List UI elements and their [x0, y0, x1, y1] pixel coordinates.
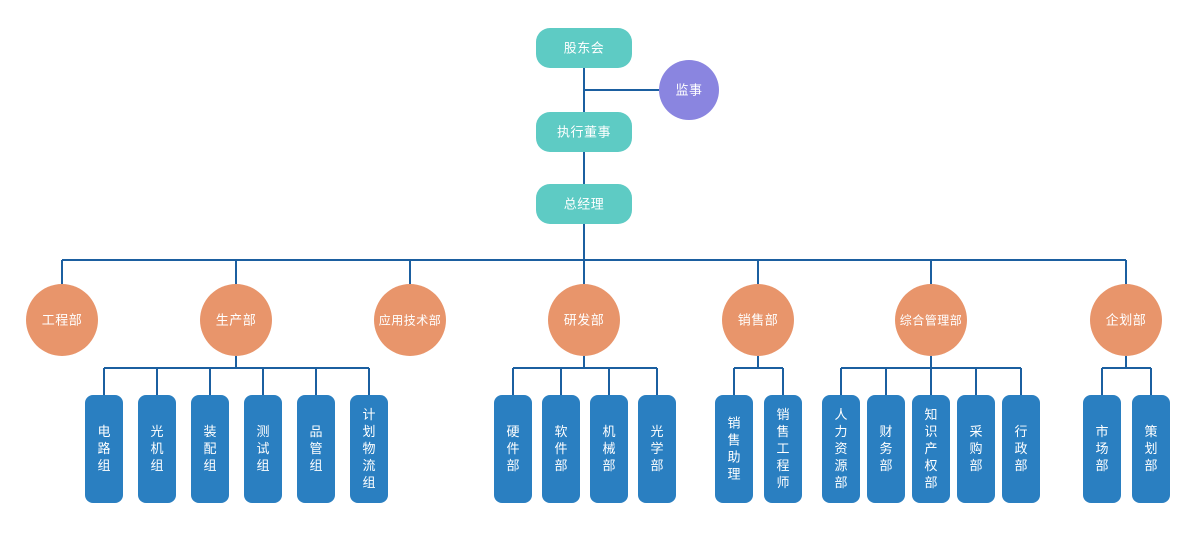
leaf-node-shape[interactable] [912, 395, 950, 503]
node-executive-director[interactable]: 执行董事 [536, 112, 632, 152]
leaf-node[interactable]: 行政部 [1002, 395, 1040, 503]
node-dept-application-tech-shape[interactable] [374, 284, 446, 356]
node-dept-general-management[interactable]: 综合管理部 [895, 284, 967, 356]
leaf-node-shape[interactable] [1002, 395, 1040, 503]
leaf-node[interactable]: 电路组 [85, 395, 123, 503]
node-shareholders[interactable]: 股东会 [536, 28, 632, 68]
node-dept-rnd-shape[interactable] [548, 284, 620, 356]
leaf-node[interactable]: 测试组 [244, 395, 282, 503]
leaf-node[interactable]: 财务部 [867, 395, 905, 503]
leaf-node[interactable]: 软件部 [542, 395, 580, 503]
node-dept-general-management-shape[interactable] [895, 284, 967, 356]
leaf-node-shape[interactable] [715, 395, 753, 503]
node-dept-sales-shape[interactable] [722, 284, 794, 356]
node-supervisor[interactable]: 监事 [659, 60, 719, 120]
node-shareholders-shape[interactable] [536, 28, 632, 68]
leaf-node-shape[interactable] [822, 395, 860, 503]
leaf-node[interactable]: 硬件部 [494, 395, 532, 503]
leaf-node-shape[interactable] [85, 395, 123, 503]
node-dept-planning[interactable]: 企划部 [1090, 284, 1162, 356]
leaf-node-shape[interactable] [138, 395, 176, 503]
leaf-node-shape[interactable] [350, 395, 388, 503]
leaf-node[interactable]: 机械部 [590, 395, 628, 503]
leaf-node[interactable]: 策划部 [1132, 395, 1170, 503]
leaf-node-shape[interactable] [867, 395, 905, 503]
leaf-node-shape[interactable] [542, 395, 580, 503]
leaf-node[interactable]: 品管组 [297, 395, 335, 503]
leaf-node[interactable]: 装配组 [191, 395, 229, 503]
node-general-manager-shape[interactable] [536, 184, 632, 224]
leaf-node-shape[interactable] [244, 395, 282, 503]
node-dept-rnd[interactable]: 研发部 [548, 284, 620, 356]
leaf-node-shape[interactable] [590, 395, 628, 503]
leaf-node-shape[interactable] [764, 395, 802, 503]
leaf-node-shape[interactable] [1083, 395, 1121, 503]
leaf-node-shape[interactable] [297, 395, 335, 503]
node-dept-planning-shape[interactable] [1090, 284, 1162, 356]
leaf-node-shape[interactable] [1132, 395, 1170, 503]
leaf-node[interactable]: 市场部 [1083, 395, 1121, 503]
node-executive-director-shape[interactable] [536, 112, 632, 152]
node-dept-application-tech[interactable]: 应用技术部 [374, 284, 446, 356]
connector-layer [61, 68, 1152, 395]
node-dept-production-shape[interactable] [200, 284, 272, 356]
leaf-node-shape[interactable] [494, 395, 532, 503]
leaf-node[interactable]: 光学部 [638, 395, 676, 503]
leaf-node-shape[interactable] [957, 395, 995, 503]
leaf-node[interactable]: 光机组 [138, 395, 176, 503]
node-general-manager[interactable]: 总经理 [536, 184, 632, 224]
node-dept-engineering-shape[interactable] [26, 284, 98, 356]
node-dept-engineering[interactable]: 工程部 [26, 284, 98, 356]
node-supervisor-shape[interactable] [659, 60, 719, 120]
leaf-node[interactable]: 采购部 [957, 395, 995, 503]
leaf-node-shape[interactable] [191, 395, 229, 503]
node-dept-production[interactable]: 生产部 [200, 284, 272, 356]
leaf-node-shape[interactable] [638, 395, 676, 503]
node-dept-sales[interactable]: 销售部 [722, 284, 794, 356]
